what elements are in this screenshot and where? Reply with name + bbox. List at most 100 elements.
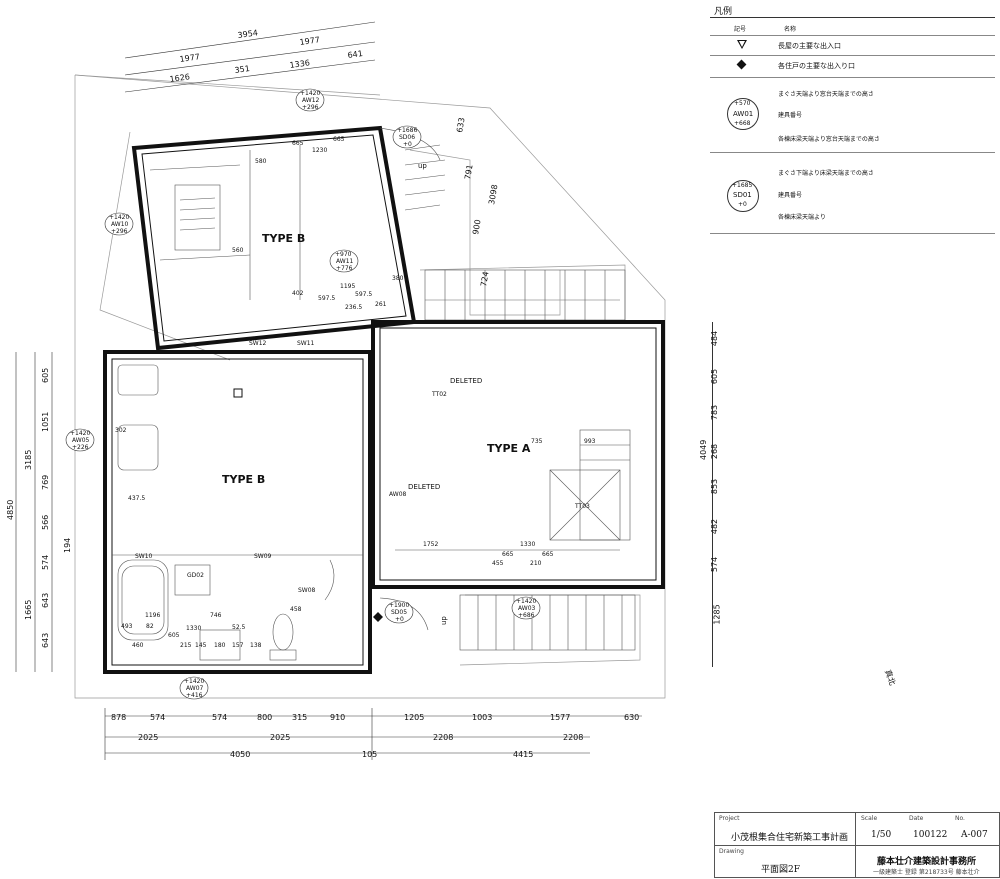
dim-b2-1: 2025 (270, 733, 290, 742)
dim-b1-5: 910 (330, 713, 345, 722)
tag-aw05-top: +1420 (70, 430, 90, 437)
dim-b3-2: 4415 (513, 750, 533, 759)
dim-top-a: 1977 (179, 52, 200, 64)
tag-aw11: +970 AW11 +776 (329, 249, 359, 273)
tag-tt02: TT02 (431, 391, 447, 398)
unit-entrance-diamond-icon (373, 612, 383, 622)
dim-int-11: 380 (392, 275, 404, 282)
project-name: 小茂根集合住宅新築工事計画 (731, 833, 849, 843)
dim-int-0: 1230 (312, 147, 327, 154)
north-label: 真北 (883, 668, 897, 687)
title-block: Project 小茂根集合住宅新築工事計画 Scale 1/50 Date 10… (714, 812, 1000, 878)
dim-b1-6: 1205 (404, 713, 424, 722)
tag-aw10-top: +1420 (109, 214, 129, 221)
tag-sd06: +1686 SD06 +0 (392, 125, 422, 149)
dim-left-mid-0: 3185 (24, 450, 33, 470)
dim-int-3: 580 (255, 158, 267, 165)
tag-aw03-bottom: +686 (518, 612, 535, 619)
dim-int-22: 1330 (186, 625, 201, 632)
dim-b1-2: 574 (212, 713, 227, 722)
tag-aw03-top: +1420 (516, 598, 536, 605)
fixture-marker (233, 388, 243, 398)
dim-b1-0: 878 (111, 713, 126, 722)
dim-int-31: 180 (214, 642, 226, 649)
right-dim-column: 484 605 783 268 853 482 574 1285 (710, 322, 743, 667)
drawing-name: 平面図2F (761, 865, 800, 875)
tag-aw07-top: +1420 (184, 678, 204, 685)
tag-sd05: +1900 SD05 +0 (384, 600, 414, 624)
dim-int-12: 735 (531, 438, 543, 445)
door-key-desc-0: まぐさ下端より床梁天端までの高さ (778, 170, 874, 177)
drawing-label: Drawing (719, 848, 744, 855)
legend-col-symbol: 記号 (734, 26, 747, 33)
legend-title: 凡例 (714, 7, 733, 17)
window-key-desc-1: 建具番号 (778, 112, 803, 119)
dim-ur-0: 633 (455, 117, 467, 134)
dim-top-e: 1336 (289, 58, 310, 70)
dim-int-34: 302 (115, 427, 127, 434)
left-dimensions (15, 352, 53, 672)
dim-right-0: 484 (710, 330, 720, 347)
dim-ur-1: 791 (463, 164, 475, 181)
dim-int-13: 993 (584, 438, 596, 445)
dim-left-7: 643 (41, 633, 50, 648)
dim-left-4: 194 (63, 538, 72, 553)
dim-int-23: 605 (168, 632, 180, 639)
dim-int-10: 261 (375, 301, 387, 308)
tag-aw11-code: AW11 (336, 258, 354, 265)
tag-sd06-code: SD06 (399, 134, 415, 141)
tag-aw12-code: AW12 (302, 97, 320, 104)
dim-int-17: 665 (542, 551, 554, 558)
project-label: Project (719, 815, 740, 822)
tag-aw12-bottom: +296 (302, 104, 319, 111)
dim-left-5: 574 (41, 555, 50, 570)
dim-int-14: 1752 (423, 541, 438, 548)
dim-int-5: 402 (292, 290, 304, 297)
tag-aw11-top: +970 (335, 251, 352, 258)
tag-sw11: SW11 (297, 340, 315, 347)
door-key-circle (727, 180, 759, 212)
dim-int-4: 560 (232, 247, 244, 254)
dim-int-2: 665 (333, 136, 345, 143)
tag-sw10: SW10 (135, 553, 153, 560)
dim-int-29: 215 (180, 642, 192, 649)
bottom-dimensions (104, 708, 642, 760)
up-label-1: up (418, 162, 427, 170)
window-key-desc-0: まぐさ天端より窓台天端までの高さ (778, 91, 874, 98)
legend-col-name: 名称 (784, 26, 797, 33)
dim-b3-1: 105 (362, 750, 377, 759)
dim-left-6: 643 (41, 593, 50, 608)
dim-right-7: 1285 (712, 604, 722, 625)
dim-int-20: 1196 (145, 612, 160, 619)
tag-aw10: +1420 AW10 +296 (104, 212, 134, 236)
window-key-code: AW01 (733, 110, 754, 118)
no-label: No. (955, 815, 965, 822)
tag-aw11-bottom: +776 (336, 265, 353, 272)
dim-top-d: 351 (234, 64, 250, 75)
tag-sd05-bottom: +0 (395, 616, 404, 623)
stair-band (424, 269, 626, 321)
dim-b1-7: 1003 (472, 713, 492, 722)
dim-int-16: 665 (502, 551, 514, 558)
tag-gd02: GD02 (187, 572, 204, 579)
tag-aw07-bottom: +416 (186, 692, 203, 699)
dim-b1-3: 800 (257, 713, 272, 722)
dim-int-9: 236.5 (345, 304, 362, 311)
office-sub: 一級建築士 登録 第218733号 藤本壮介 (873, 869, 980, 876)
lower-stair (379, 594, 636, 651)
tag-aw05-code: AW05 (72, 437, 90, 444)
dim-b1-8: 1577 (550, 713, 570, 722)
tag-sw09: SW09 (254, 553, 272, 560)
tag-aw03: +1420 AW03 +686 (511, 596, 541, 620)
tag-sd06-top: +1686 (397, 127, 417, 134)
dim-b2-2: 2208 (433, 733, 453, 742)
window-key-bottom: +668 (734, 120, 751, 127)
scale-label: Scale (861, 815, 878, 822)
dim-int-21: 746 (210, 612, 222, 619)
dim-b2-0: 2025 (138, 733, 158, 742)
dim-right-6: 574 (710, 556, 720, 573)
tag-sd05-top: +1900 (389, 602, 409, 609)
door-key-bottom: +0 (738, 201, 747, 208)
type-a-room (371, 320, 665, 589)
tag-sw12: SW12 (249, 340, 267, 347)
